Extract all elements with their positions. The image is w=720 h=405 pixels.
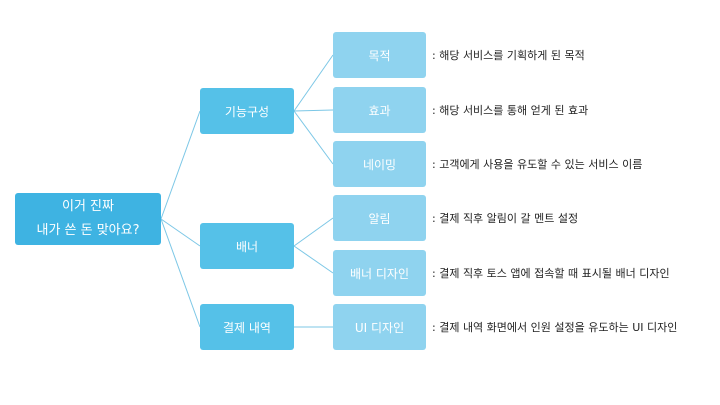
branch-label: 결제 내역 bbox=[223, 320, 271, 335]
branch-label: 기능구성 bbox=[224, 104, 270, 119]
leaf-label: UI 디자인 bbox=[354, 320, 405, 335]
connector-root-branch-2 bbox=[160, 218, 201, 247]
connector-root-branch-3 bbox=[160, 218, 201, 328]
connector-branch-1-leaf-1 bbox=[293, 54, 334, 112]
branch-label: 배너 bbox=[235, 239, 259, 254]
root-line-1: 이거 진짜 bbox=[62, 199, 114, 214]
leaf-node-purpose: 목적 bbox=[333, 32, 426, 78]
leaf-node-ui-design: UI 디자인 bbox=[333, 304, 426, 350]
leaf-label: 목적 bbox=[368, 48, 391, 63]
leaf-description-banner-design: : 결제 직후 토스 앱에 접속할 때 표시될 배너 디자인 bbox=[432, 267, 670, 280]
connector-root-branch-1 bbox=[160, 110, 201, 220]
connector-branch-2-leaf-5 bbox=[293, 245, 334, 274]
leaf-node-naming: 네이밍 bbox=[333, 141, 426, 187]
leaf-description-purpose: : 해당 서비스를 기획하게 된 목적 bbox=[432, 49, 585, 62]
branch-node-features: 기능구성 bbox=[200, 88, 294, 134]
leaf-description-notification: : 결제 직후 알림이 갈 멘트 설정 bbox=[432, 212, 579, 225]
leaf-node-effect: 효과 bbox=[333, 87, 426, 133]
leaf-label: 알림 bbox=[368, 211, 391, 226]
leaf-description-naming: : 고객에게 사용을 유도할 수 있는 서비스 이름 bbox=[432, 158, 643, 171]
connector-branch-1-leaf-3 bbox=[293, 110, 334, 165]
leaf-description-ui-design: : 결제 내역 화면에서 인원 설정을 유도하는 UI 디자인 bbox=[432, 321, 678, 334]
branch-node-payment-history: 결제 내역 bbox=[200, 304, 294, 350]
connector-branch-2-leaf-4 bbox=[293, 217, 334, 247]
leaf-description-effect: : 해당 서비스를 통해 얻게 된 효과 bbox=[432, 104, 589, 117]
leaf-node-banner-design: 배너 디자인 bbox=[333, 250, 426, 296]
connector-branch-1-leaf-2 bbox=[293, 109, 334, 112]
branch-node-banner: 배너 bbox=[200, 223, 294, 269]
leaf-node-notification: 알림 bbox=[333, 195, 426, 241]
leaf-label: 배너 디자인 bbox=[349, 266, 409, 281]
leaf-label: 효과 bbox=[368, 103, 391, 118]
root-line-2: 내가 쓴 돈 맞아요? bbox=[36, 223, 140, 238]
leaf-label: 네이밍 bbox=[362, 157, 397, 172]
root-node: 이거 진짜 내가 쓴 돈 맞아요? bbox=[15, 193, 161, 245]
